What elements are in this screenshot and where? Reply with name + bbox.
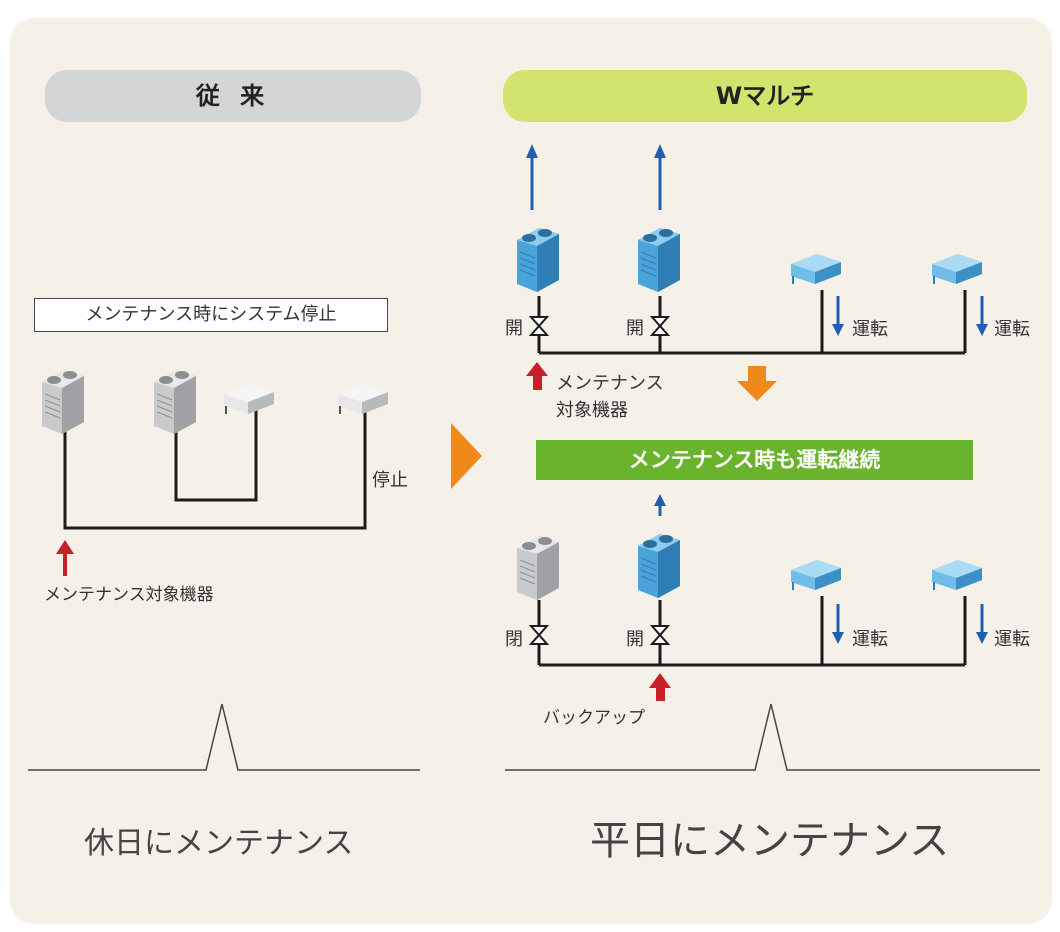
top-outdoor-unit-2	[637, 227, 681, 293]
top-indoor-unit-1	[790, 253, 842, 285]
continue-operation-banner: メンテナンス時も運転継続	[536, 440, 973, 480]
left-timeline	[28, 703, 420, 771]
bottom-indoor-unit-1	[790, 559, 842, 591]
left-red-up-arrow	[56, 540, 74, 576]
left-outdoor-unit-2	[153, 369, 197, 435]
valve-open-label-2: 開	[626, 318, 644, 339]
top-valve-2	[651, 316, 669, 336]
valve-closed-label: 閉	[505, 629, 523, 650]
bottom-outdoor-unit-stopped	[516, 535, 560, 601]
w-multi-header: Wマルチ	[503, 70, 1027, 122]
conventional-header: 従 来	[45, 70, 421, 122]
operation-label-3: 運転	[852, 629, 888, 650]
top-valve-1	[530, 316, 548, 336]
left-piping	[63, 410, 367, 530]
orange-down-arrow	[737, 366, 777, 401]
backup-label: バックアップ	[543, 708, 645, 728]
top-indoor-unit-2	[931, 253, 983, 285]
top-operation-arrows	[832, 296, 988, 336]
maintenance-target-line1: メンテナンス	[556, 373, 664, 394]
right-caption: 平日にメンテナンス	[590, 818, 950, 864]
bottom-valve-closed	[530, 625, 548, 645]
maintenance-target-label: メンテナンス対象機器	[44, 585, 214, 605]
bottom-outdoor-unit-running	[637, 533, 681, 599]
right-bottom-piping	[537, 596, 967, 667]
transition-chevron	[451, 423, 482, 489]
backup-red-up-arrow	[649, 673, 671, 701]
top-exhaust-arrows	[526, 144, 666, 210]
valve-open-label-3: 開	[626, 629, 644, 650]
left-indoor-unit-2	[337, 383, 389, 415]
stop-label: 停止	[372, 470, 408, 491]
operation-label-4: 運転	[994, 629, 1030, 650]
left-caption: 休日にメンテナンス	[84, 826, 354, 861]
maintenance-target-line2: 対象機器	[556, 400, 628, 421]
operation-label-2: 運転	[994, 319, 1030, 340]
operation-label-1: 運転	[852, 319, 888, 340]
right-top-piping	[537, 290, 967, 355]
bottom-valve-open	[651, 625, 669, 645]
left-outdoor-unit-1	[41, 369, 85, 435]
right-red-up-arrow	[526, 362, 548, 390]
bottom-exhaust-arrow	[654, 494, 666, 516]
bottom-operation-arrows	[832, 604, 988, 644]
valve-open-label-1: 開	[505, 318, 523, 339]
right-timeline	[505, 703, 1040, 771]
system-stop-label: メンテナンス時にシステム停止	[34, 298, 388, 332]
top-outdoor-unit-1	[516, 227, 560, 293]
left-indoor-unit-1	[223, 383, 275, 415]
bottom-indoor-unit-2	[931, 559, 983, 591]
